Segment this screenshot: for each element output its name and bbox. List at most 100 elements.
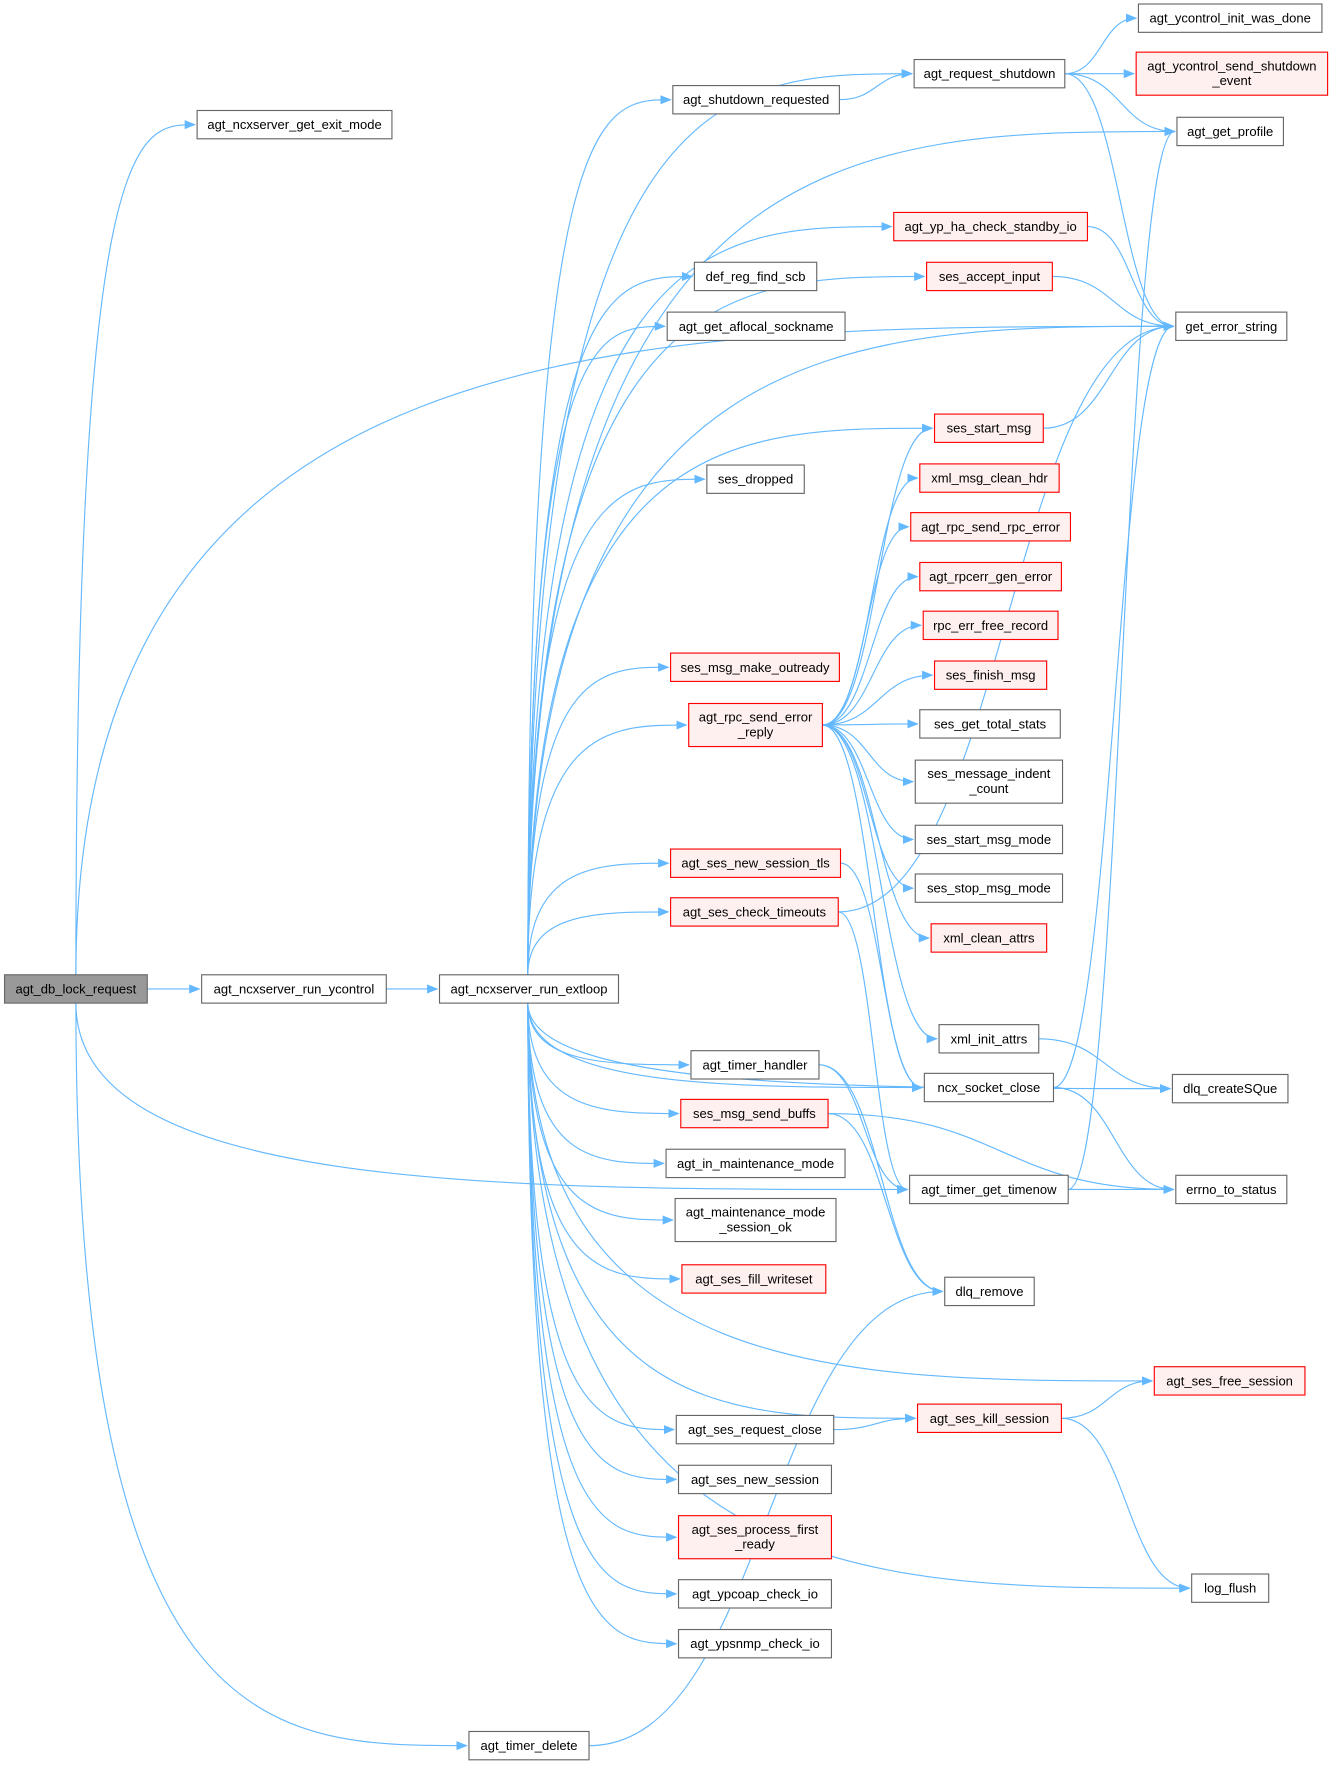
node-label: agt_maintenance_mode [686,1205,826,1220]
node-label: ses_start_msg [947,421,1032,436]
edge-extloop-to-req_shutdown [527,69,914,975]
edge-extloop-to-free_session [527,1003,1154,1386]
node-label: agt_yp_ha_check_standby_io [904,219,1076,234]
node-box [3,974,148,1004]
node-timenow[interactable]: agt_timer_get_timenow [909,1174,1069,1205]
node-sock-close[interactable]: ncx_socket_close [923,1072,1055,1103]
node-box [201,974,387,1004]
node-box [688,702,823,748]
node-label: rpc_err_free_record [933,618,1048,633]
node-dlq-remove[interactable]: dlq_remove [944,1276,1035,1307]
node-err-reply[interactable]: agt_rpc_send_error_reply [688,702,823,748]
node-box [677,1579,833,1609]
node-accept-input[interactable]: ses_accept_input [926,261,1053,292]
edge-extloop-to-shutdown_req [527,95,672,975]
edge-send_buffs-to-dlq_remove [828,1112,944,1296]
node-maint-ok[interactable]: agt_maintenance_mode_session_ok [674,1197,837,1243]
node-err-string[interactable]: get_error_string [1175,311,1288,342]
node-db-lock[interactable]: agt_db_lock_request [3,974,148,1004]
node-box [916,1403,1062,1433]
node-box [666,311,846,342]
edge-db_lock-to-timer_delete [75,1003,468,1751]
edge-req_shutdown-to-err_string [1064,73,1175,331]
node-exit-mode[interactable]: agt_ncxserver_get_exit_mode [196,109,393,140]
node-new-session[interactable]: agt_ses_new_session [677,1464,833,1495]
node-ypcoap[interactable]: agt_ypcoap_check_io [677,1579,833,1609]
node-label: ncx_socket_close [938,1080,1041,1095]
node-errno[interactable]: errno_to_status [1175,1174,1288,1205]
node-start-mode[interactable]: ses_start_msg_mode [914,824,1064,855]
node-clean-hdr[interactable]: xml_msg_clean_hdr [919,463,1060,493]
node-ycontrol[interactable]: agt_ncxserver_run_ycontrol [201,974,387,1004]
node-fill-ws[interactable]: agt_ses_fill_writeset [681,1264,827,1294]
node-finish-msg[interactable]: ses_finish_msg [933,660,1048,690]
node-aflocal[interactable]: agt_get_aflocal_sockname [666,311,846,342]
node-label: dlq_remove [955,1284,1023,1299]
node-box [693,261,818,292]
edge-extloop-to-log_flush [527,1003,1191,1593]
node-ses-dropped[interactable]: ses_dropped [706,464,805,494]
node-free-record[interactable]: rpc_err_free_record [922,610,1059,641]
node-box [680,1098,829,1129]
node-check-to[interactable]: agt_ses_check_timeouts [670,897,839,927]
node-label: ses_message_indent [927,766,1050,781]
node-label: agt_db_lock_request [15,981,136,996]
edge-db_lock-to-timenow [75,1003,909,1194]
node-box [670,897,839,927]
node-label: ses_finish_msg [946,668,1036,683]
node-total-stats[interactable]: ses_get_total_stats [919,709,1061,739]
node-def-reg[interactable]: def_reg_find_scb [693,261,818,292]
node-get-profile[interactable]: agt_get_profile [1176,116,1284,147]
node-kill[interactable]: agt_ses_kill_session [916,1403,1062,1433]
node-req-close[interactable]: agt_ses_request_close [675,1414,835,1445]
node-timer-delete[interactable]: agt_timer_delete [468,1730,590,1761]
node-indent[interactable]: ses_message_indent_count [914,759,1064,804]
node-box [1153,1366,1306,1396]
node-label: ses_msg_send_buffs [693,1106,816,1121]
node-free-session[interactable]: agt_ses_free_session [1153,1366,1306,1396]
node-box [1191,1573,1270,1603]
edge-extloop-to-timer_handler [527,1003,690,1070]
node-ypsnmp[interactable]: agt_ypsnmp_check_io [677,1628,833,1659]
node-in-maint[interactable]: agt_in_maintenance_mode [665,1148,846,1179]
node-label: agt_ses_new_session [691,1472,819,1487]
node-init-done[interactable]: agt_ycontrol_init_was_done [1137,3,1323,33]
node-outready[interactable]: ses_msg_make_outready [670,652,840,682]
node-label: agt_get_aflocal_sockname [679,319,834,334]
node-req-shutdown[interactable]: agt_request_shutdown [913,58,1066,89]
edge-start_msg-to-err_string [1043,321,1175,429]
node-yp-ha[interactable]: agt_yp_ha_check_standby_io [893,211,1089,242]
edge-extloop-to-aflocal [527,321,667,975]
node-stop-mode[interactable]: ses_stop_msg_mode [914,873,1064,903]
node-send-buffs[interactable]: ses_msg_send_buffs [680,1098,829,1129]
node-new-tls[interactable]: agt_ses_new_session_tls [670,848,842,878]
node-extloop[interactable]: agt_ncxserver_run_extloop [438,974,620,1004]
edge-shutdown_req-to-req_shutdown [839,69,914,101]
node-label: agt_in_maintenance_mode [677,1156,834,1171]
node-log-flush[interactable]: log_flush [1191,1573,1270,1603]
edge-err_reply-to-total_stats [822,719,919,729]
node-start-msg[interactable]: ses_start_msg [933,413,1044,443]
node-createSQue[interactable]: dlq_createSQue [1171,1073,1289,1104]
node-init-attrs[interactable]: xml_init_attrs [938,1024,1040,1054]
edge-req_shutdown-to-init_done [1064,13,1138,75]
node-gen-error[interactable]: agt_rpcerr_gen_error [919,561,1062,592]
node-box [468,1730,590,1761]
node-timer-handler[interactable]: agt_timer_handler [690,1050,820,1080]
edge-err_reply-to-gen_error [822,572,919,726]
node-box [675,1414,835,1445]
node-box [933,413,1044,443]
node-shutdown-req[interactable]: agt_shutdown_requested [672,85,840,115]
edge-sock_close-to-errno [1053,1086,1175,1194]
node-first-ready[interactable]: agt_ses_process_first_ready [677,1515,833,1560]
node-box [677,1464,833,1495]
node-clean-attrs[interactable]: xml_clean_attrs [930,923,1048,953]
node-label: xml_init_attrs [951,1031,1028,1046]
node-box [1175,1174,1288,1205]
node-shutdown-evt[interactable]: agt_ycontrol_send_shutdown_event [1135,51,1329,96]
node-box [910,512,1072,542]
edge-sock_close-to-err_string [1053,321,1175,1089]
node-rpc-error[interactable]: agt_rpc_send_rpc_error [910,512,1072,542]
node-label: ses_accept_input [939,269,1041,284]
